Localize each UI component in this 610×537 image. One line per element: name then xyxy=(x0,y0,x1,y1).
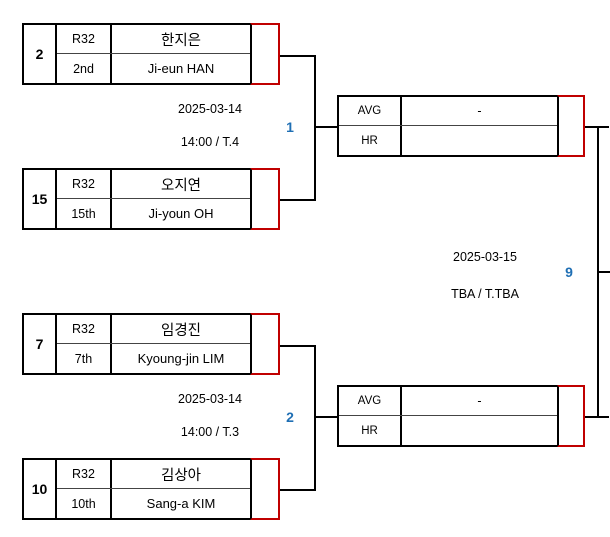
player-info: R32 김상아 10th Sang-a KIM xyxy=(57,460,250,518)
hr-label: HR xyxy=(339,126,402,155)
avg-label: AVG xyxy=(339,387,402,415)
round-label: R32 xyxy=(57,170,112,198)
avg-value: - xyxy=(477,394,482,408)
final-match-number: 9 xyxy=(565,264,573,280)
match-number: 1 xyxy=(286,119,294,135)
player-info: R32 한지은 2nd Ji-eun HAN xyxy=(57,25,250,83)
match-number: 2 xyxy=(286,409,294,425)
player-row-english: 15th Ji-youn OH xyxy=(57,199,250,228)
winner-accent-slot[interactable] xyxy=(250,168,280,230)
winner-accent-slot[interactable] xyxy=(250,23,280,85)
player-row-english: 7th Kyoung-jin LIM xyxy=(57,344,250,373)
player-row-korean: R32 임경진 xyxy=(57,315,250,344)
player-row-korean: R32 한지은 xyxy=(57,25,250,54)
connector-line xyxy=(597,271,610,273)
match-date: 2025-03-14 xyxy=(178,392,242,406)
connector-line xyxy=(280,199,316,201)
stats-box-upper[interactable]: AVG - HR xyxy=(337,95,585,157)
seed-number: 2 xyxy=(24,25,57,83)
player-name-english: Ji-eun HAN xyxy=(147,61,215,76)
hr-value xyxy=(402,416,557,445)
player-rank: 7th xyxy=(57,344,112,373)
player-name-english: Sang-a KIM xyxy=(146,496,216,511)
connector-line xyxy=(280,55,316,57)
final-date: 2025-03-15 xyxy=(453,250,517,264)
stats-grid: AVG - HR xyxy=(339,387,557,445)
stats-row-hr: HR xyxy=(339,416,557,445)
player-row-korean: R32 김상아 xyxy=(57,460,250,489)
match-box-player-3[interactable]: 7 R32 임경진 7th Kyoung-jin LIM xyxy=(22,313,280,375)
player-row-english: 2nd Ji-eun HAN xyxy=(57,54,250,83)
match-date: 2025-03-14 xyxy=(178,102,242,116)
player-rank: 15th xyxy=(57,199,112,228)
connector-line xyxy=(280,489,316,491)
player-name-korean: 김상아 xyxy=(160,467,202,484)
hr-value xyxy=(402,126,557,155)
stats-grid: AVG - HR xyxy=(339,97,557,155)
seed-number: 15 xyxy=(24,170,57,228)
round-label: R32 xyxy=(57,25,112,53)
match-box-player-4[interactable]: 10 R32 김상아 10th Sang-a KIM xyxy=(22,458,280,520)
final-time-court: TBA / T.TBA xyxy=(451,287,519,301)
round-label: R32 xyxy=(57,460,112,488)
player-row-korean: R32 오지연 xyxy=(57,170,250,199)
match-box-player-2[interactable]: 15 R32 오지연 15th Ji-youn OH xyxy=(22,168,280,230)
connector-line xyxy=(314,416,338,418)
winner-accent-slot[interactable] xyxy=(250,313,280,375)
player-row-english: 10th Sang-a KIM xyxy=(57,489,250,518)
seed-number: 10 xyxy=(24,460,57,518)
connector-line xyxy=(314,126,338,128)
match-box-player-1[interactable]: 2 R32 한지은 2nd Ji-eun HAN xyxy=(22,23,280,85)
player-info: R32 오지연 15th Ji-youn OH xyxy=(57,170,250,228)
avg-label: AVG xyxy=(339,97,402,125)
seed-number: 7 xyxy=(24,315,57,373)
stats-row-avg: AVG - xyxy=(339,387,557,416)
winner-accent-slot[interactable] xyxy=(250,458,280,520)
match-time-court: 14:00 / T.3 xyxy=(180,425,240,439)
player-name-english: Ji-youn OH xyxy=(148,206,214,221)
winner-accent-slot[interactable] xyxy=(557,95,585,157)
player-name-korean: 한지은 xyxy=(160,32,202,49)
stats-row-avg: AVG - xyxy=(339,97,557,126)
avg-value: - xyxy=(477,104,482,118)
connector-line xyxy=(280,345,316,347)
stats-box-lower[interactable]: AVG - HR xyxy=(337,385,585,447)
player-info: R32 임경진 7th Kyoung-jin LIM xyxy=(57,315,250,373)
player-rank: 2nd xyxy=(57,54,112,83)
player-name-korean: 임경진 xyxy=(160,322,202,339)
player-rank: 10th xyxy=(57,489,112,518)
player-name-korean: 오지연 xyxy=(160,177,202,194)
round-label: R32 xyxy=(57,315,112,343)
stats-row-hr: HR xyxy=(339,126,557,155)
winner-accent-slot[interactable] xyxy=(557,385,585,447)
player-name-english: Kyoung-jin LIM xyxy=(137,351,225,366)
match-time-court: 14:00 / T.4 xyxy=(180,135,240,149)
hr-label: HR xyxy=(339,416,402,445)
connector-line xyxy=(585,416,609,418)
